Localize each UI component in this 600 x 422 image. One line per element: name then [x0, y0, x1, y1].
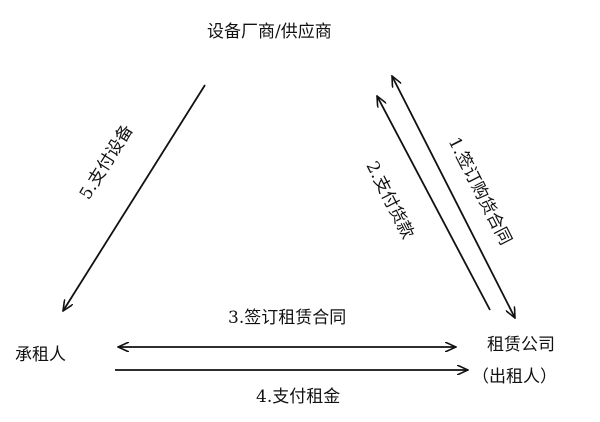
- edge-label-4: 4.支付租金: [256, 387, 341, 407]
- node-supplier: 设备厂商/供应商: [207, 22, 332, 42]
- node-lessee: 承租人: [15, 345, 66, 365]
- arrow-supply-equipment: [63, 84, 206, 311]
- arrow-purchase-contract: [392, 76, 515, 318]
- node-lessor-name: 租赁公司: [487, 335, 555, 355]
- edge-label-3: 3.签订租赁合同: [228, 308, 347, 328]
- arrow-pay-goods: [377, 96, 491, 311]
- node-lessor-role: （出租人）: [472, 367, 557, 387]
